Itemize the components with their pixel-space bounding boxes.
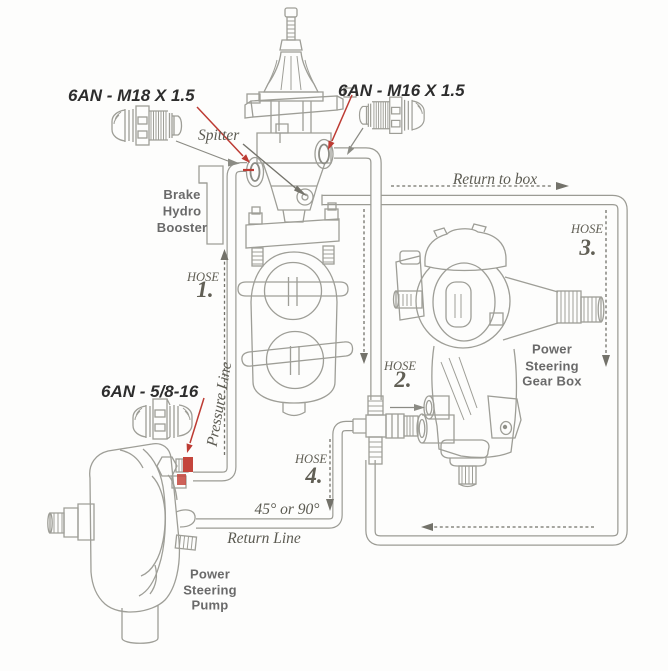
svg-text:6AN - M16 X 1.5: 6AN - M16 X 1.5 [338,81,465,100]
svg-text:HOSE: HOSE [294,452,327,466]
svg-text:6AN - 5/8-16: 6AN - 5/8-16 [101,382,199,401]
svg-text:HOSE: HOSE [383,359,416,373]
svg-text:6AN - M18 X 1.5: 6AN - M18 X 1.5 [68,86,195,105]
svg-text:2.: 2. [393,367,411,392]
svg-text:Hydro: Hydro [163,204,202,219]
svg-text:Return to box: Return to box [452,171,537,188]
svg-text:Booster: Booster [157,220,208,235]
svg-text:Gear Box: Gear Box [522,374,582,389]
svg-text:Pump: Pump [192,598,229,613]
svg-text:45° or 90°: 45° or 90° [255,501,320,518]
svg-text:4.: 4. [304,463,322,488]
svg-text:Spitter: Spitter [198,127,240,144]
svg-text:HOSE: HOSE [570,222,603,236]
svg-text:Steering: Steering [183,583,237,598]
svg-text:Return Line: Return Line [226,530,301,547]
svg-text:3.: 3. [578,235,596,260]
svg-text:Power: Power [532,342,572,357]
svg-text:HOSE: HOSE [186,270,219,284]
svg-text:Power: Power [190,567,230,582]
svg-text:1.: 1. [196,277,213,302]
svg-text:Steering: Steering [525,359,579,374]
svg-text:Brake: Brake [163,187,200,202]
